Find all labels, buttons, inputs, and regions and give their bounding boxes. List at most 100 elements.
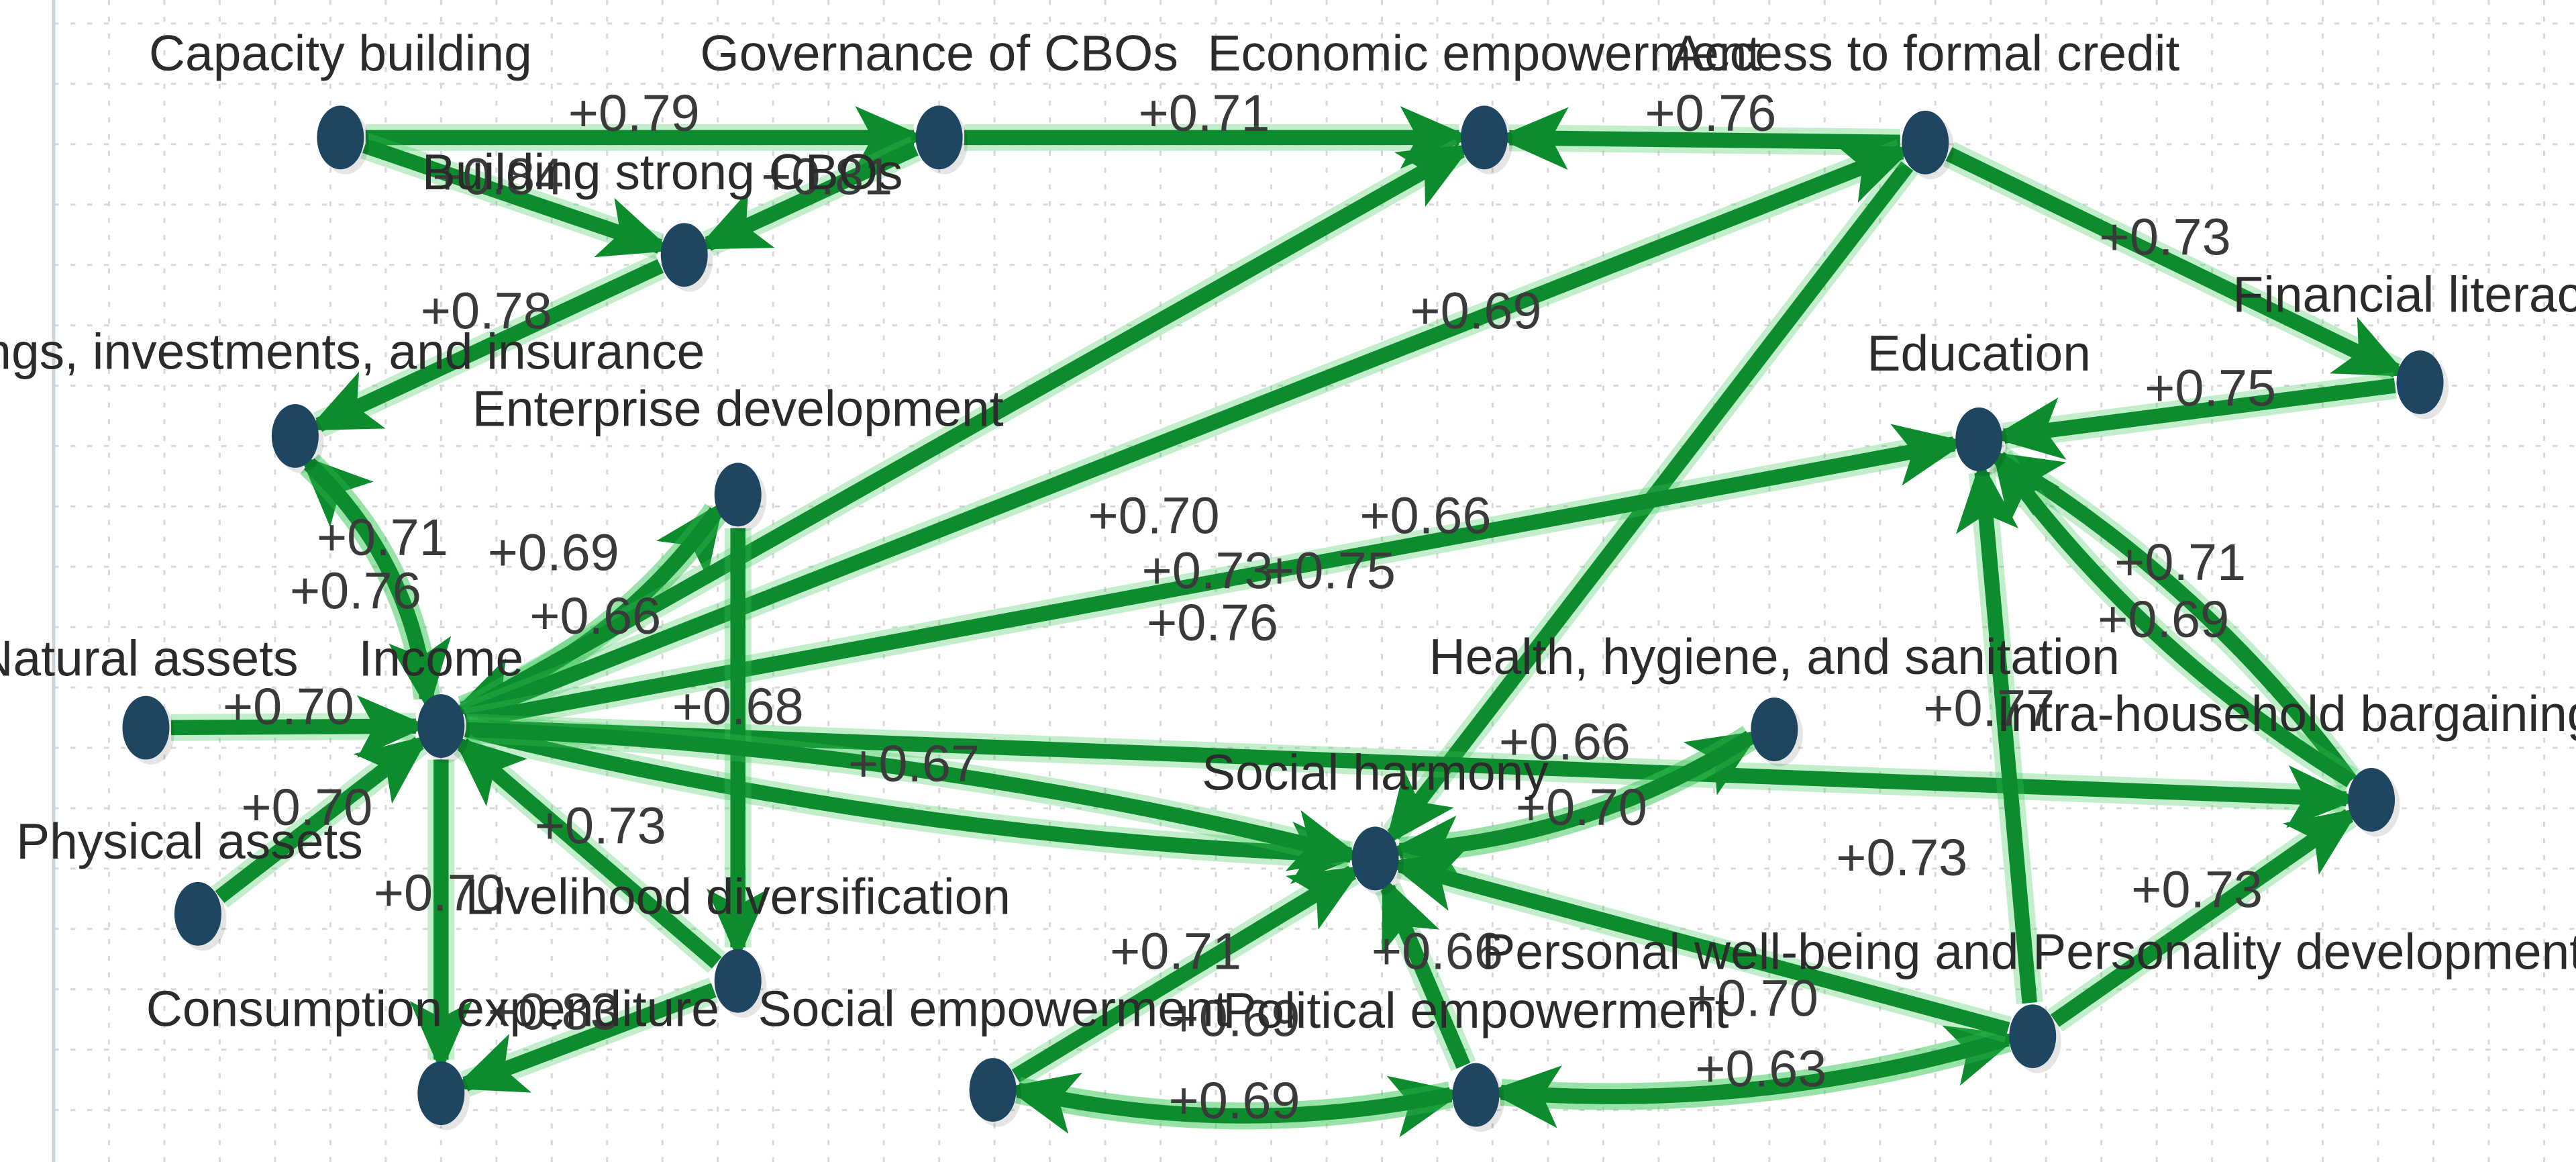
graph-node-consumption_expend[interactable] [417, 1061, 465, 1126]
graph-edge [452, 735, 722, 969]
node-label-political_empowerment: Political empowerment [1223, 982, 1729, 1038]
graph-edge [464, 722, 1363, 885]
graph-edge [460, 144, 1473, 720]
edge-weight-label: +0.75 [2145, 359, 2276, 417]
edge-weight-label: +0.71 [317, 509, 448, 567]
edge-weight-label: +0.73 [2100, 209, 2231, 267]
edge-weight-label: +0.70 [374, 864, 505, 922]
edge-weight-label: +0.73 [535, 797, 666, 855]
edge-weight-label: +0.79 [568, 85, 700, 142]
graph-node-physical_assets[interactable] [174, 881, 221, 946]
graph-edge [1386, 730, 1754, 879]
edge-weight-label: +0.66 [1499, 714, 1631, 771]
graph-node-economic_empowerment[interactable] [1460, 105, 1508, 170]
node-label-governance_cbos: Governance of CBOs [700, 25, 1178, 81]
edge-weight-label: +0.83 [488, 983, 619, 1041]
edge-weight-label: +0.69 [1169, 990, 1300, 1048]
node-label-access_formal_credit: Access to formal credit [1671, 25, 2179, 81]
graph-node-personal_wellbeing[interactable] [2009, 1004, 2057, 1069]
graph-edge [466, 722, 1363, 871]
edge-weight-label: +0.77 [1923, 680, 2055, 738]
edge-weight-label: +0.66 [1372, 923, 1503, 981]
edge-weight-label: +0.78 [421, 283, 552, 340]
edge-weight-label: +0.70 [241, 779, 372, 836]
graph-node-education[interactable] [1955, 407, 2003, 471]
graph-node-social_empowerment[interactable] [969, 1058, 1017, 1122]
node-label-layer: Capacity building Governance of CBOs Econo… [0, 25, 2576, 1038]
edge-weight-label: +0.71 [1110, 923, 1241, 981]
edge-weight-label: +0.76 [1147, 594, 1278, 652]
graph-edge [1387, 850, 2010, 1037]
edge-weight-label: +0.73 [1836, 829, 1967, 887]
graph-edge [1496, 107, 1900, 171]
edge-weight-label: +0.69 [2098, 591, 2229, 648]
node-label-social_empowerment: Social empowerment [758, 981, 1228, 1037]
graph-edge [1955, 459, 2037, 1004]
edge-weight-label: +0.71 [1139, 85, 1270, 142]
graph-edge [215, 734, 430, 904]
edge-weight-label: +0.70 [1088, 487, 1220, 544]
edge-weight-label: +0.63 [1695, 1040, 1826, 1098]
node-label-social_harmony: Social harmony [1202, 744, 1549, 801]
graph-edge [466, 719, 2360, 828]
edge-weight-label: +0.69 [1169, 1072, 1300, 1130]
node-label-economic_empowerment: Economic empowerment [1207, 25, 1761, 81]
graph-node-natural_assets[interactable] [122, 695, 170, 760]
edge-weight-label: +0.73 [1142, 542, 1274, 600]
graph-node-intra_household[interactable] [2348, 768, 2395, 832]
edge-weight-label: +0.69 [1410, 283, 1541, 340]
graph-edge [1011, 865, 1364, 1083]
edge-weight-label: +0.73 [2131, 861, 2263, 918]
node-label-personal_wellbeing: Personal well-being and Personality deve… [1482, 924, 2576, 980]
edge-layer [170, 106, 2408, 1138]
graph-edge [362, 138, 672, 258]
graph-node-income[interactable] [417, 694, 465, 759]
graph-node-savings_investments[interactable] [271, 403, 319, 468]
graph-edge [1992, 448, 2355, 787]
edge-label-layer: +0.79+0.71+0.76+0.84+0.81+0.78+0.73+0.75… [223, 85, 2276, 1130]
graph-node-governance_cbos[interactable] [915, 105, 963, 170]
edge-weight-label: +0.84 [432, 148, 564, 206]
node-label-intra_household: Intra-household bargaining power [1997, 685, 2576, 742]
edge-weight-label: +0.66 [529, 587, 661, 645]
edge-weight-label: +0.76 [1645, 85, 1776, 142]
graph-node-livelihood_diversif[interactable] [714, 949, 762, 1013]
node-label-capacity_building: Capacity building [149, 25, 532, 81]
node-label-enterprise_development: Enterprise development [472, 380, 1004, 436]
graph-edge [304, 458, 452, 712]
graph-node-social_harmony[interactable] [1351, 826, 1399, 891]
node-label-health_hygiene: Health, hygiene, and sanitation [1429, 628, 2120, 685]
edge-weight-label: +0.81 [761, 148, 892, 206]
graph-node-access_formal_credit[interactable] [1902, 110, 1949, 175]
node-label-consumption_expend: Consumption expenditure [146, 981, 719, 1037]
node-layer [122, 105, 2449, 1132]
graph-edge [307, 258, 664, 432]
edge-weight-label: +0.71 [2114, 534, 2246, 591]
graph-edge [1945, 147, 2408, 378]
graph-edge [696, 141, 919, 251]
edge-weight-label: +0.70 [1687, 970, 1818, 1028]
graph-edge [1488, 1031, 2010, 1128]
graph-edge [1991, 378, 2396, 460]
edge-weight-label: +0.69 [488, 524, 619, 581]
edge-weight-label: +0.67 [848, 735, 980, 793]
graph-edge [1380, 875, 1471, 1069]
edge-weight-label: +0.68 [672, 678, 804, 736]
graph-node-building_strong_cbos[interactable] [660, 223, 708, 287]
graph-node-political_empowerment[interactable] [1452, 1063, 1500, 1127]
graph-node-capacity_building[interactable] [317, 105, 364, 170]
graph-node-enterprise_development[interactable] [714, 463, 762, 527]
edge-weight-label: +0.70 [223, 678, 354, 736]
graph-edge [170, 695, 429, 759]
edge-weight-label: +0.76 [290, 563, 421, 620]
graph-node-financial_literacy[interactable] [2396, 350, 2444, 414]
node-label-building_strong_cbos: Building strong CBOs [422, 144, 903, 200]
graph-edge [1005, 1072, 1453, 1134]
node-label-natural_assets: Natural assets [0, 630, 299, 687]
graph-edge [464, 424, 1967, 729]
graph-node-health_hygiene[interactable] [1751, 697, 1798, 762]
edge-weight-label: +0.66 [1359, 487, 1491, 544]
node-label-financial_literacy: Financial literacy [2232, 267, 2576, 323]
node-label-livelihood_diversif: Livelihood diversification [465, 868, 1011, 924]
